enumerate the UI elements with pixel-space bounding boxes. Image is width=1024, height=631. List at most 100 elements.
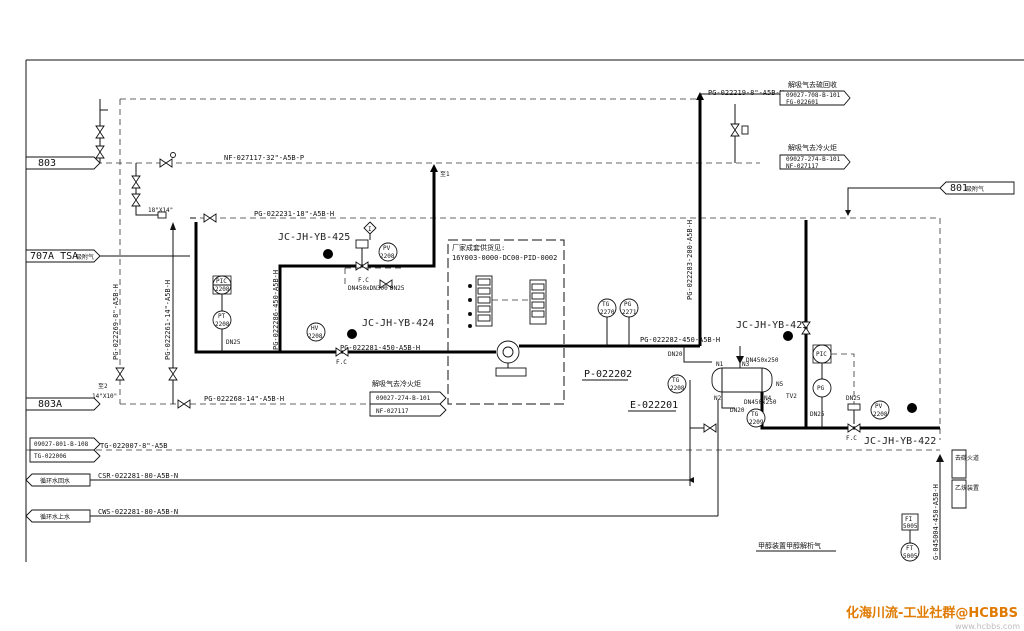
line-cws-label: CWS-022281-80-A5B-N: [98, 508, 178, 516]
dn25-c: DN25: [810, 411, 825, 418]
note-methanol-gas: 甲醇装置甲醇解析气: [758, 541, 821, 550]
dn450-300: DN450xDN300: [348, 285, 388, 292]
compressor-p022202[interactable]: [495, 340, 527, 377]
connector-803a[interactable]: [25, 397, 101, 411]
nozzle-n3: N3: [742, 361, 750, 368]
valve-pg022231[interactable]: [203, 213, 217, 223]
tg2209-num: 2209: [749, 419, 764, 426]
vendor-panel-left[interactable]: [475, 275, 493, 327]
heat-exchanger-e022201[interactable]: [711, 367, 773, 393]
ref3-box[interactable]: [369, 391, 447, 405]
valve-173a[interactable]: [168, 367, 178, 381]
pic2208-num: 2208: [215, 286, 230, 293]
connector-801[interactable]: [939, 181, 1015, 195]
arrow-up-173: [170, 222, 176, 230]
dn20-b: DN20: [730, 407, 745, 414]
marker-jc422: [907, 403, 917, 413]
instrument-pv2208b[interactable]: [870, 400, 890, 420]
instrument-hv2208[interactable]: [306, 322, 326, 342]
vendor-panel-right[interactable]: [529, 279, 547, 325]
instrument-tg2208[interactable]: [667, 374, 687, 394]
note-to-carbon: 去碳火道: [955, 454, 979, 462]
ref2-box[interactable]: [779, 154, 851, 170]
tg2270-tag: TG: [602, 301, 610, 308]
valve-136b[interactable]: [131, 193, 141, 207]
dn450-a: DN450x250: [746, 357, 779, 364]
note-desorb-recover: 解吸气去硫回收: [788, 80, 837, 89]
valve-735[interactable]: [730, 123, 740, 137]
vendor-doc: 16Y003-0000-DC00-PID-0002: [452, 254, 557, 262]
ref1a: 09027-708-B-101: [786, 92, 841, 99]
pic-dash: [831, 353, 855, 424]
pic2208-tag: PIC: [216, 278, 227, 285]
ref4b-box: [29, 449, 101, 463]
valve-cw[interactable]: [703, 423, 717, 433]
pv2208a-num: 2208: [380, 253, 395, 260]
note-to-b: 乙炔装置: [955, 484, 979, 492]
line-801: [847, 187, 940, 214]
line-pg022269: PG-022269-8"-A5B-H: [112, 284, 120, 360]
watermark: 化海川流-工业社群@HCBBS: [846, 606, 1018, 621]
connector-707a[interactable]: [25, 249, 101, 263]
tag-jc424: JC-JH-YB-424: [362, 318, 434, 329]
ref4-box[interactable]: [29, 437, 101, 451]
dest-box-1[interactable]: [951, 449, 967, 479]
connector-803[interactable]: [25, 156, 101, 170]
ref3a: 09027-274-B-101: [376, 395, 431, 402]
hv2208-num: 2208: [308, 333, 323, 340]
ref4a: 09027-801-B-108: [34, 441, 89, 448]
line-tg022007: TG-022007-8"-A5B: [100, 442, 167, 450]
control-valve-pv2208b[interactable]: [847, 403, 861, 433]
label-tv2: TV2: [786, 393, 797, 400]
dest-box-2[interactable]: [951, 479, 967, 509]
instrument-pv2208a[interactable]: [378, 242, 398, 262]
svg-text:I: I: [368, 226, 372, 233]
connector-803-label: 803: [38, 158, 56, 169]
nozzle-n5: N5: [776, 381, 784, 388]
tag-jc422: JC-JH-YB-422: [864, 436, 936, 447]
marker-jc423: [783, 331, 793, 341]
pic-right-tag: PIC: [816, 351, 827, 358]
valve-136a[interactable]: [131, 175, 141, 189]
valve-120a[interactable]: [115, 367, 125, 381]
process-line-left: [194, 222, 496, 354]
valve-nf-actuator: [170, 152, 176, 158]
line-pg022268: PG-022268-14"-A5B-H: [204, 395, 284, 403]
control-valve-pv2208[interactable]: [355, 239, 369, 271]
valve-left-top[interactable]: [95, 125, 105, 139]
reducer-18x14: [157, 211, 167, 219]
note-cw-return: 循环水回水: [40, 477, 70, 485]
ex-dn20-line: [721, 392, 735, 409]
fi5005-num: 5005: [903, 523, 918, 530]
valve-nf[interactable]: [159, 158, 173, 168]
note-cw-supply: 循环水上水: [40, 513, 70, 521]
label-zhi1: 至1: [440, 171, 450, 178]
fi5005-tag: FI: [905, 516, 913, 523]
ref3b: NF-027117: [376, 408, 409, 415]
dn450-b: DN450x250: [744, 399, 777, 406]
valve-pg022268[interactable]: [177, 399, 191, 409]
process-line-pv: [278, 264, 362, 352]
ref3b-box: [369, 403, 447, 417]
pg-right-tag: PG: [817, 385, 825, 392]
nozzle-n1: N1: [716, 361, 724, 368]
valve-left-2[interactable]: [95, 145, 105, 159]
arrow-vent: [430, 164, 438, 172]
valve-806[interactable]: [801, 321, 811, 335]
note-desorb-flare: 解吸气去冷火炬: [788, 143, 837, 152]
hv2208-tag: HV: [311, 325, 319, 332]
valve-735-actuator: [741, 125, 749, 135]
note-desorb-flare2: 解吸气去冷火炬: [372, 379, 421, 388]
ref1-box[interactable]: [779, 90, 851, 106]
valve-dn25b[interactable]: [379, 279, 393, 289]
nozzle-n4: N4: [764, 395, 772, 402]
label-zhi2: 至2: [98, 383, 108, 390]
dn25-a: DN25: [226, 339, 241, 346]
instrument-tg2209[interactable]: [746, 408, 766, 428]
connector-801-suffix: 吸附气: [966, 185, 984, 193]
size-14x10: 14"X10": [92, 393, 117, 400]
connector-801-label: 801: [950, 183, 968, 194]
valve-hv2208[interactable]: [335, 347, 349, 357]
tag-p022202: P-022202: [584, 369, 632, 380]
line-csr-label: CSR-022281-80-A5B-N: [98, 472, 178, 480]
